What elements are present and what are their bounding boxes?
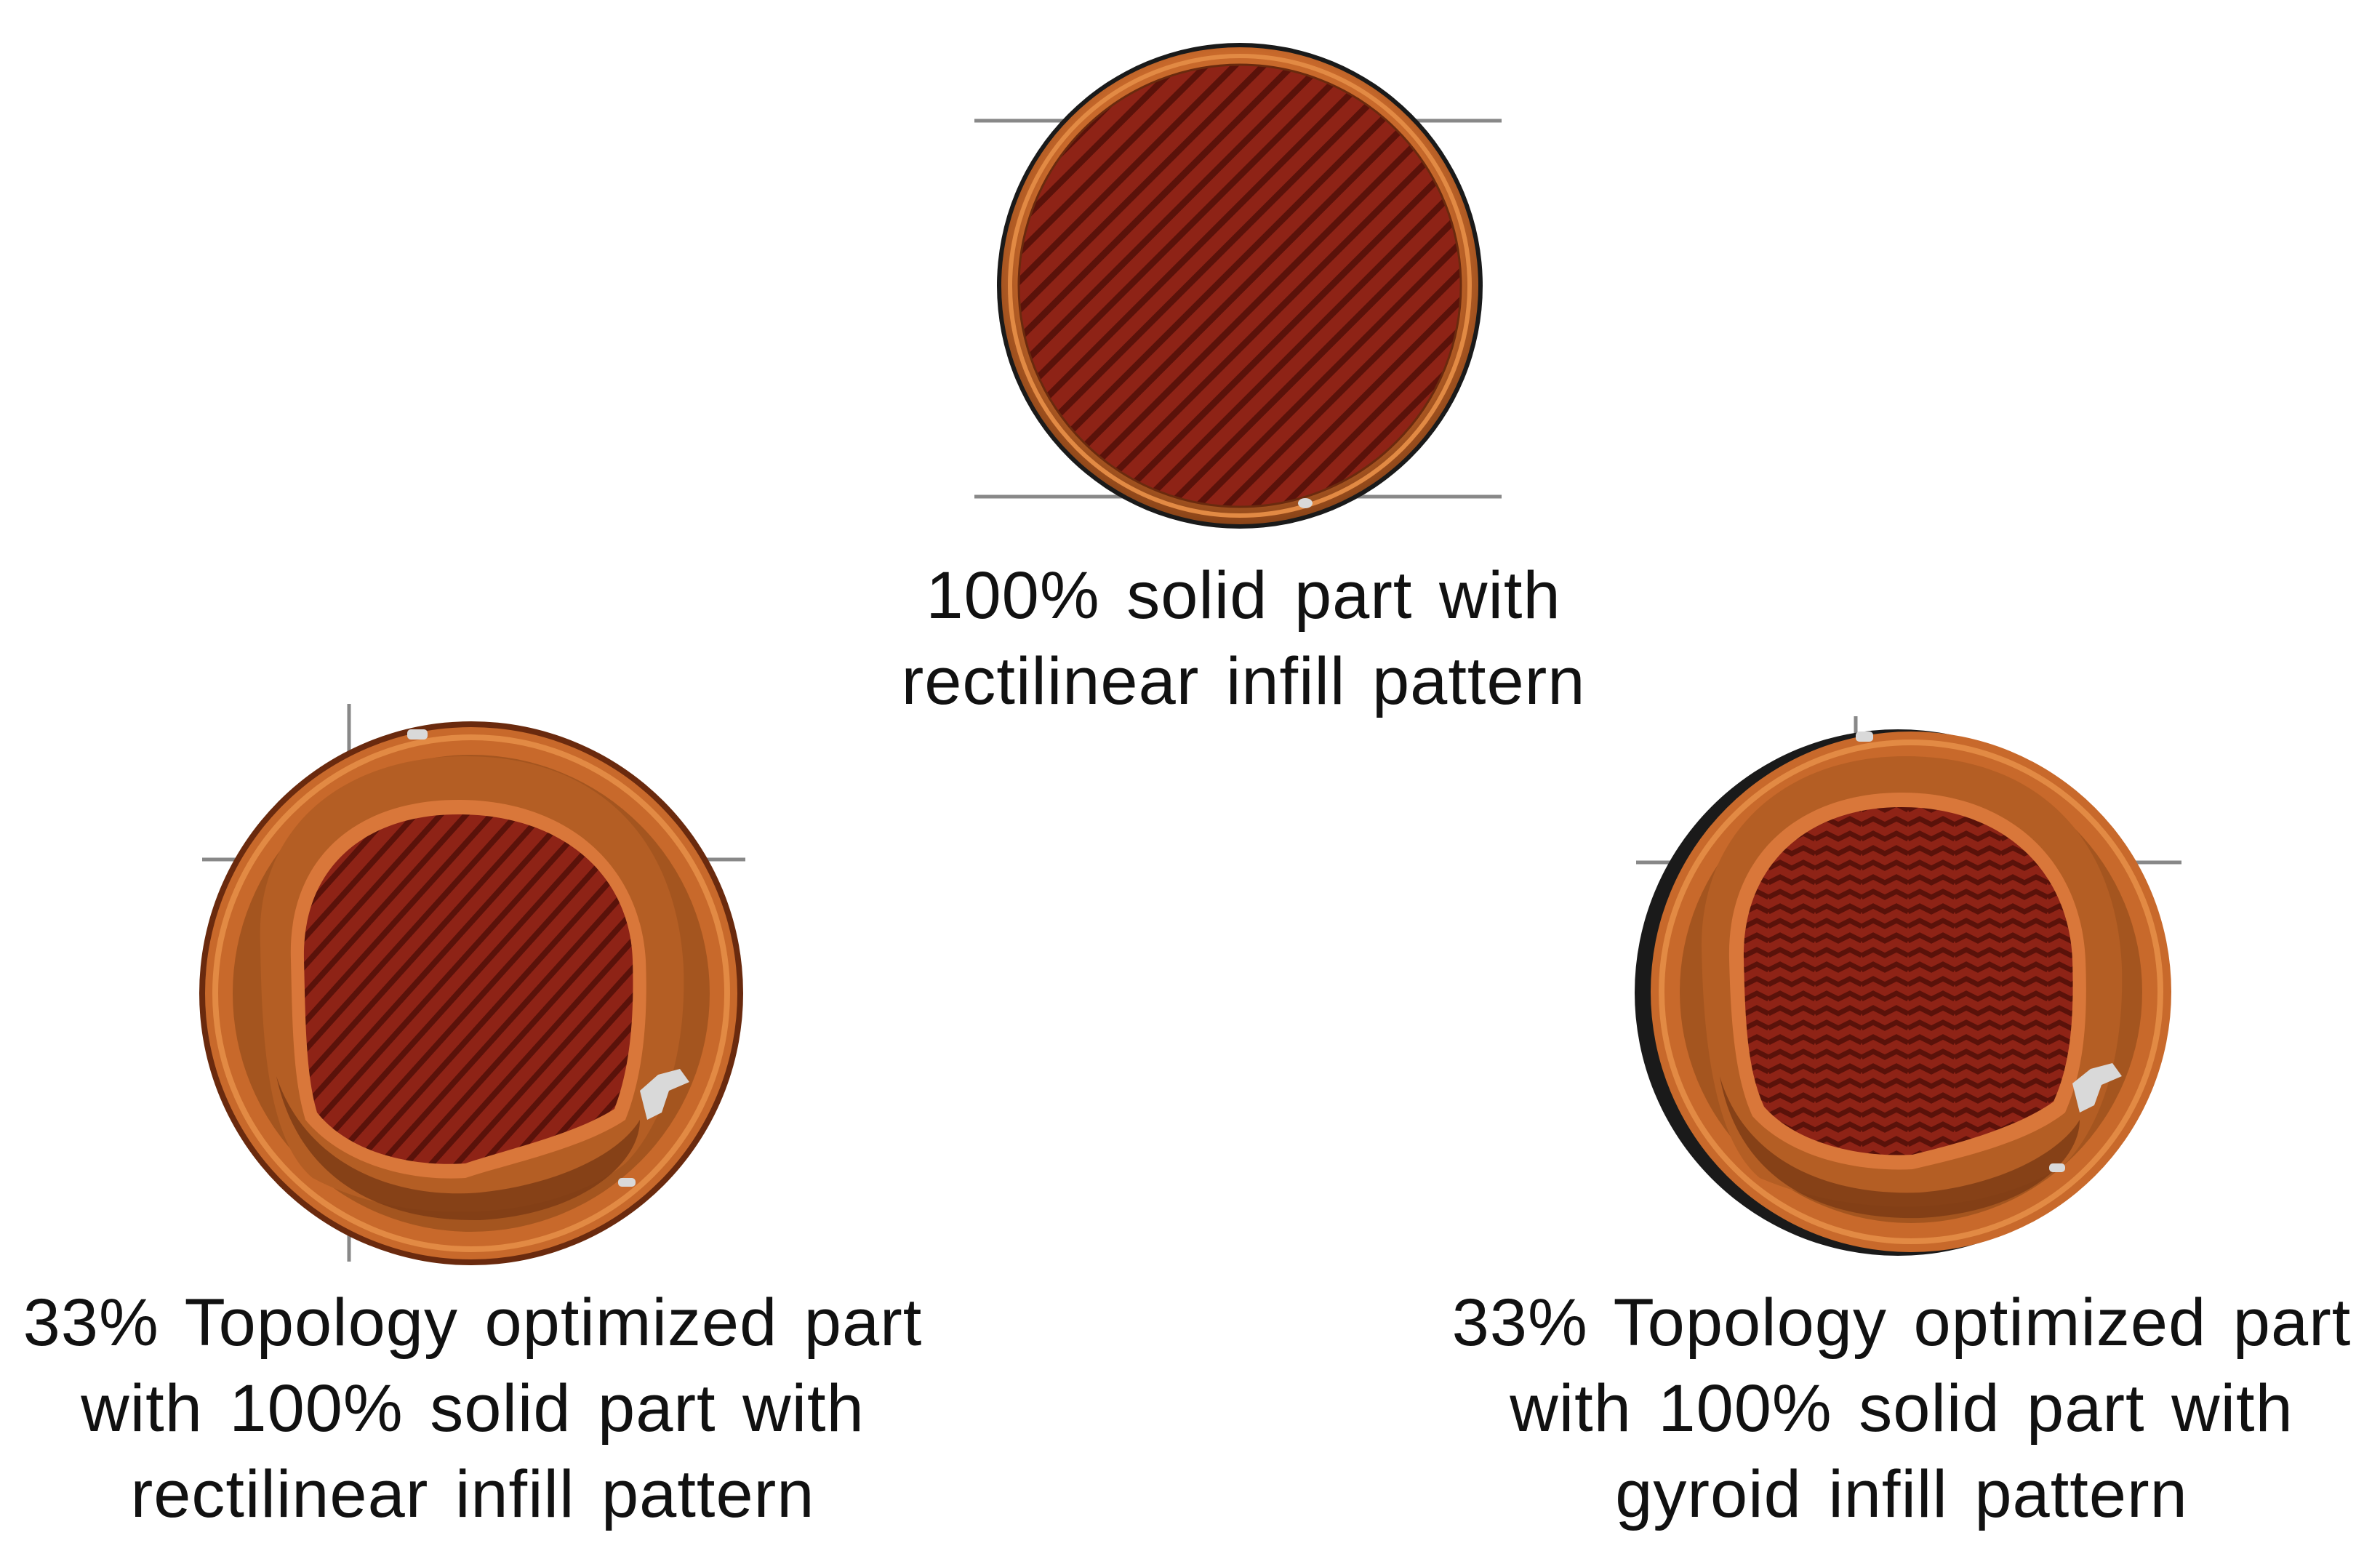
caption-line: 33% Topology optimized part <box>23 1286 923 1360</box>
panel-solid-rectilinear <box>974 43 1502 529</box>
support-mark <box>2072 1063 2122 1113</box>
support-mark <box>2049 1163 2065 1172</box>
caption-line: gyroid infill pattern <box>1615 1457 2188 1531</box>
perimeter-highlight <box>1008 54 1472 518</box>
seam-mark <box>1298 498 1313 508</box>
gyroid-infill <box>1743 807 2073 1155</box>
caption-topology-rectilinear: 33% Topology optimized part with 100% so… <box>0 1280 945 1537</box>
caption-solid-rectilinear: 100% solid part with rectilinear infill … <box>814 553 1672 724</box>
panel-topology-rectilinear <box>199 704 745 1265</box>
shell-shadow <box>276 1076 640 1221</box>
caption-topology-gyroid: 33% Topology optimized part with 100% so… <box>1425 1280 2378 1537</box>
caption-line: 33% Topology optimized part <box>1451 1286 2352 1360</box>
rectilinear-infill <box>303 814 633 1164</box>
caption-line: with 100% solid part with <box>1510 1371 2293 1446</box>
outer-perimeter-highlight <box>1659 740 2163 1244</box>
caption-line: 100% solid part with <box>926 558 1561 633</box>
caption-line: rectilinear infill pattern <box>901 644 1586 718</box>
rectilinear-infill <box>1019 65 1461 507</box>
support-mark <box>407 729 428 740</box>
perimeter-inner-edge <box>1017 63 1462 508</box>
support-mark <box>1856 732 1873 742</box>
outer-perimeter-highlight <box>212 734 730 1252</box>
support-mark <box>640 1069 689 1120</box>
shell-shadow <box>1720 1076 2080 1219</box>
support-mark <box>618 1178 636 1187</box>
panel-topology-gyroid <box>1635 716 2181 1256</box>
caption-line: rectilinear infill pattern <box>130 1457 815 1531</box>
caption-line: with 100% solid part with <box>81 1371 865 1446</box>
